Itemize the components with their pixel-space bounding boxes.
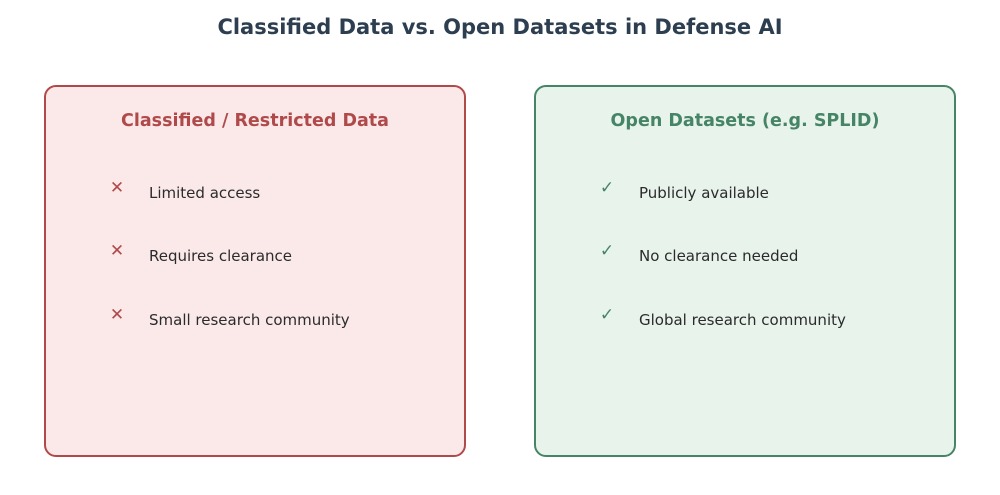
list-item-label: Global research community (639, 311, 846, 329)
list-item-label: Publicly available (639, 184, 769, 202)
check-icon: ✓ (599, 178, 615, 198)
list-item-label: Requires clearance (149, 247, 292, 265)
diagram-title: Classified Data vs. Open Datasets in Def… (217, 15, 783, 39)
cross-icon: ✕ (109, 178, 125, 198)
list-item-label: Limited access (149, 184, 261, 202)
list-item: ✓ Publicly available (599, 178, 939, 208)
check-icon: ✓ (599, 241, 615, 261)
list-item: ✓ Global research community (599, 305, 939, 335)
list-item: ✕ Limited access (109, 178, 449, 208)
panel-title: Classified / Restricted Data (121, 111, 389, 131)
list-item-label: No clearance needed (639, 247, 799, 265)
list-item: ✓ No clearance needed (599, 241, 939, 271)
check-icon: ✓ (599, 305, 615, 325)
cross-icon: ✕ (109, 241, 125, 261)
cross-icon: ✕ (109, 305, 125, 325)
classified-data-panel: Classified / Restricted Data ✕ Limited a… (44, 85, 466, 457)
list-item: ✕ Requires clearance (109, 241, 449, 271)
panel-title: Open Datasets (e.g. SPLID) (610, 111, 880, 131)
open-datasets-panel: Open Datasets (e.g. SPLID) ✓ Publicly av… (534, 85, 956, 457)
list-item-label: Small research community (149, 311, 350, 329)
list-item: ✕ Small research community (109, 305, 449, 335)
